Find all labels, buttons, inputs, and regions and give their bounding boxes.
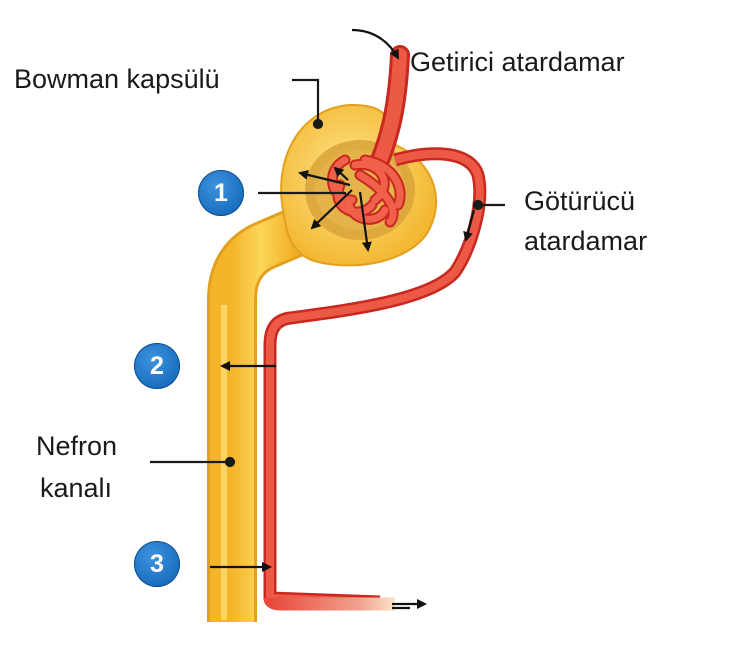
efferent-arteriole-label-line2: atardamar (524, 226, 648, 256)
bowman-capsule-label: Bowman kapsülü (14, 64, 220, 94)
step-1-badge: 1 (198, 170, 244, 216)
bowman-capsule (280, 103, 438, 267)
step-3-badge: 3 (134, 541, 180, 587)
leader-lines (150, 78, 505, 468)
nephron-tubule-label-line2: kanalı (40, 473, 113, 503)
glomerulus (326, 154, 406, 228)
efferent-arteriole-label-line1: Götürücü (524, 186, 636, 216)
afferent-arteriole-label: Getirici atardamar (410, 47, 625, 77)
step-2-badge: 2 (134, 343, 180, 389)
nephron-tubule (207, 209, 306, 622)
flow-arrows (210, 28, 476, 610)
afferent-arteriole (368, 45, 410, 175)
nephron-tubule-label-line1: Nefron (36, 431, 118, 461)
efferent-arteriole (263, 147, 487, 611)
